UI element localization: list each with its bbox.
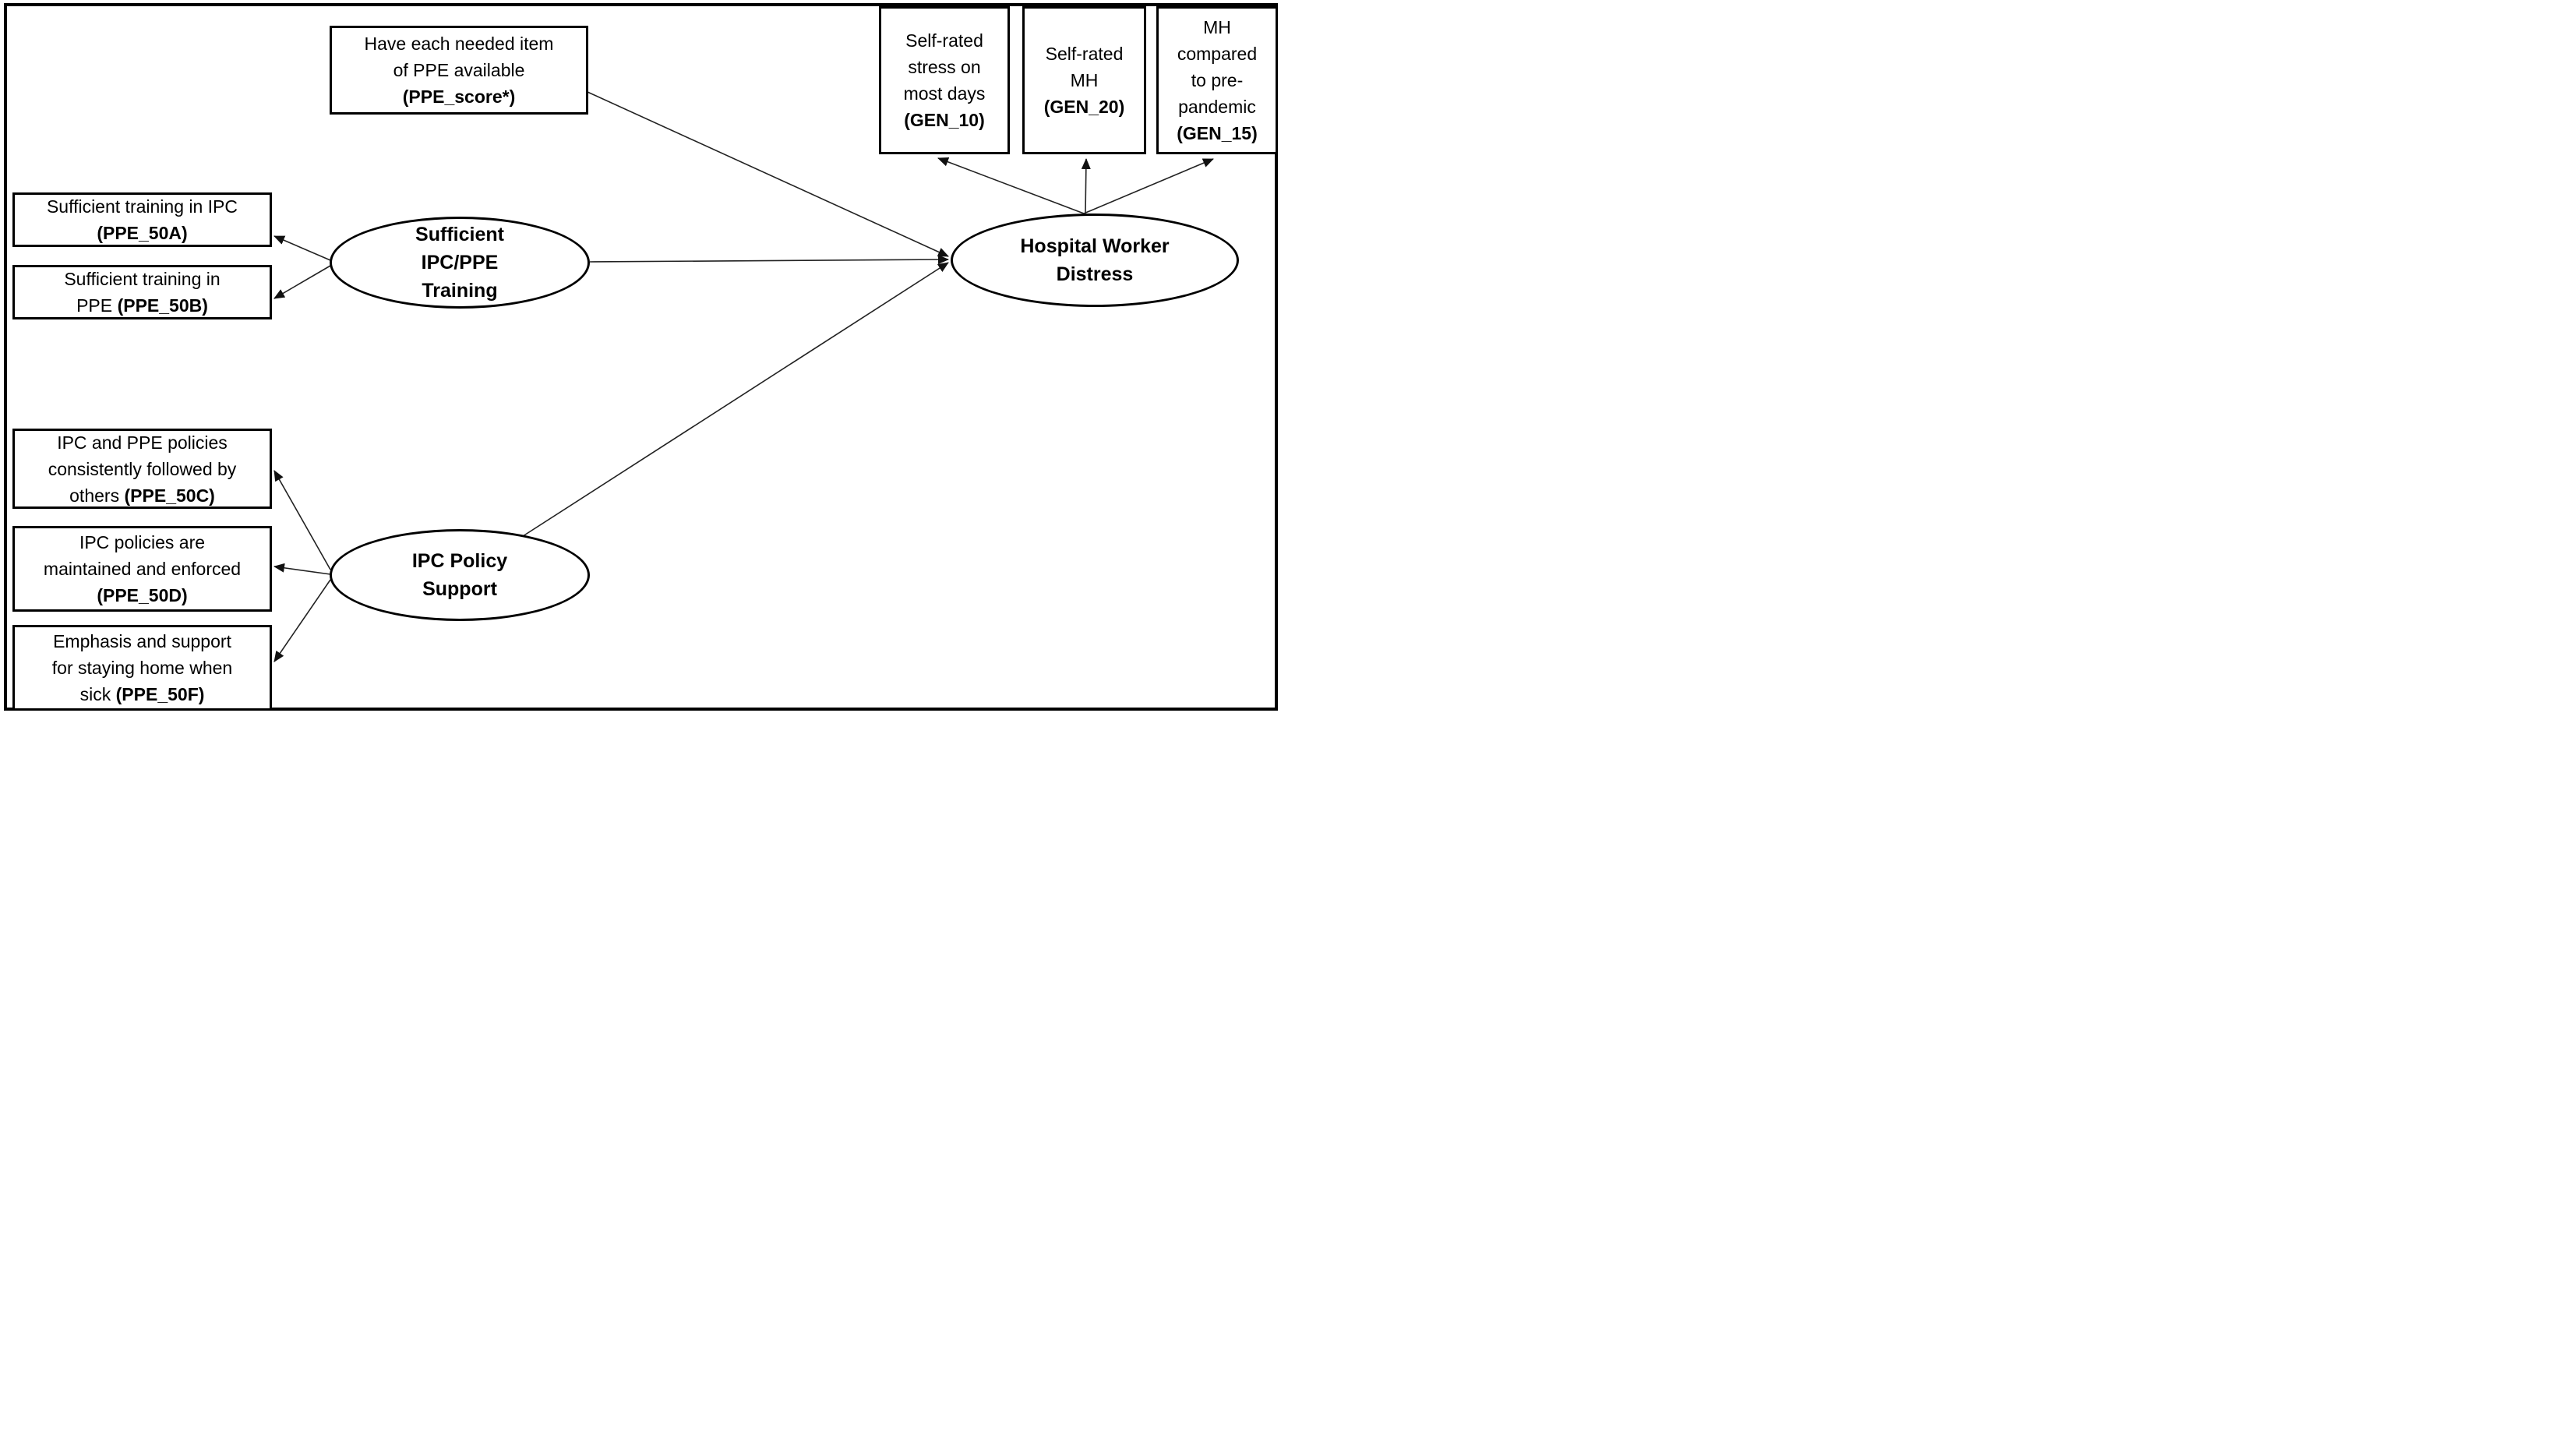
figure-border — [4, 3, 1278, 711]
ppe-50f-code: (PPE_50F) — [115, 684, 205, 704]
gen-20-label: Self-rated MH — [1045, 44, 1124, 90]
gen-10-label: Self-rated stress on most days — [903, 30, 986, 104]
distress-label: Hospital Worker Distress — [1020, 235, 1170, 285]
latent-ellipse-hospital-worker-distress: Hospital Worker Distress — [951, 214, 1239, 307]
ppe-50a-label: Sufficient training in IPC — [46, 196, 238, 217]
ppe-50f-label: Emphasis and support for staying home wh… — [51, 631, 233, 704]
observed-box-gen-20: Self-rated MH (GEN_20) — [1022, 6, 1146, 154]
gen-20-code: (GEN_20) — [1043, 97, 1125, 117]
ppe-50c-code: (PPE_50C) — [124, 485, 215, 506]
sem-path-diagram: Have each needed item of PPE available (P… — [0, 0, 1288, 720]
gen-10-code: (GEN_10) — [904, 110, 985, 130]
observed-box-ppe-50b: Sufficient training in PPE(PPE_50B) — [12, 265, 272, 319]
ppe-score-label: Have each needed item of PPE available — [364, 34, 554, 80]
ppe-50d-label: IPC policies are maintained and enforced — [43, 532, 242, 579]
observed-box-ppe-score: Have each needed item of PPE available (P… — [330, 26, 588, 115]
ppe-score-code: (PPE_score*) — [402, 86, 516, 107]
latent-ellipse-sufficient-ipc-ppe-training: Sufficient IPC/PPE Training — [330, 217, 590, 309]
ppe-50b-code: (PPE_50B) — [117, 295, 208, 316]
ppe-50d-code: (PPE_50D) — [97, 585, 188, 605]
training-label: Sufficient IPC/PPE Training — [415, 224, 504, 302]
gen-15-label: MH compared to pre- pandemic — [1177, 17, 1258, 117]
observed-box-ppe-50a: Sufficient training in IPC (PPE_50A) — [12, 192, 272, 247]
gen-15-code: (GEN_15) — [1177, 123, 1258, 143]
ppe-50a-code: (PPE_50A) — [97, 223, 188, 243]
ppe-50c-label: IPC and PPE policies consistently follow… — [48, 432, 237, 506]
observed-box-gen-10: Self-rated stress on most days (GEN_10) — [879, 6, 1010, 154]
observed-box-ppe-50f: Emphasis and support for staying home wh… — [12, 625, 272, 711]
ppe-50b-label: Sufficient training in PPE — [64, 269, 221, 316]
latent-ellipse-ipc-policy-support: IPC Policy Support — [330, 529, 590, 621]
observed-box-ppe-50d: IPC policies are maintained and enforced… — [12, 526, 272, 612]
observed-box-gen-15: MH compared to pre- pandemic (GEN_15) — [1156, 6, 1278, 154]
observed-box-ppe-50c: IPC and PPE policies consistently follow… — [12, 429, 272, 509]
policy-label: IPC Policy Support — [411, 550, 508, 600]
